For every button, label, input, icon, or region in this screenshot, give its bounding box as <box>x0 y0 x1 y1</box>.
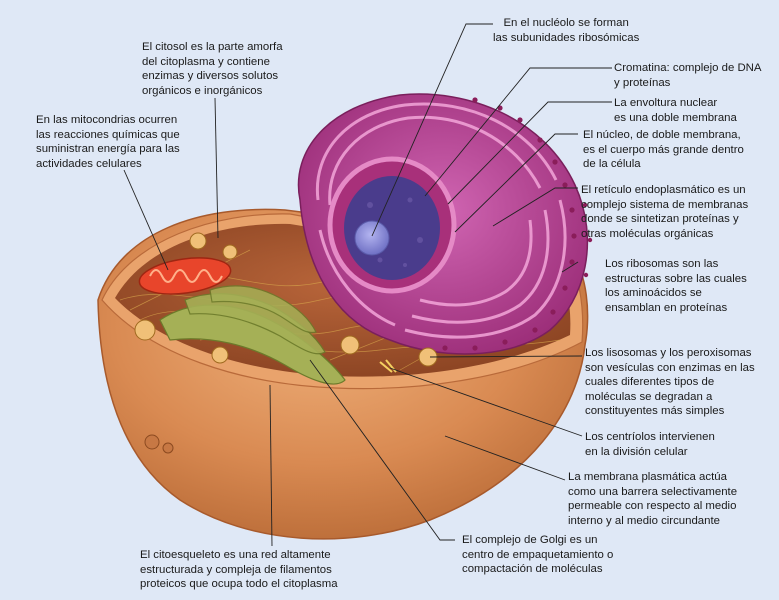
ribosomes <box>442 97 593 351</box>
label-envoltura: La envoltura nuclear es una doble membra… <box>614 97 737 124</box>
label-nucleo: El núcleo, de doble membrana, es el cuer… <box>583 129 744 171</box>
nucleolus <box>354 220 390 256</box>
label-membrana: La membrana plasmática actúa como una ba… <box>568 471 738 527</box>
label-citoesqueleto: El citoesqueleto es una red altamente es… <box>140 549 338 591</box>
external-vesicles <box>144 434 174 454</box>
label-cromatina: Cromatina: complejo de DNA y proteínas <box>614 62 762 89</box>
leader-lines <box>123 23 612 547</box>
label-ribosomas: Los ribosomas son las estructuras sobre … <box>605 258 747 314</box>
label-lisosomas: Los lisosomas y los peroxisomas son vesí… <box>585 347 755 418</box>
vesicles <box>134 232 438 367</box>
label-reticulo: El retículo endoplasmático es un complej… <box>581 184 749 240</box>
golgi-apparatus <box>159 285 346 385</box>
label-mitocondrias: En las mitocondrias ocurren las reaccion… <box>36 114 180 170</box>
label-centriolos: Los centríolos intervienen en la divisió… <box>585 431 715 458</box>
label-nucleolo: En el nucléolo se forman las subunidades… <box>493 17 640 44</box>
er-cisternae <box>315 102 567 339</box>
label-citosol: El citosol es la parte amorfa del citopl… <box>142 41 283 97</box>
mitochondrion <box>138 257 232 295</box>
label-golgi: El complejo de Golgi es un centro de emp… <box>462 534 614 576</box>
